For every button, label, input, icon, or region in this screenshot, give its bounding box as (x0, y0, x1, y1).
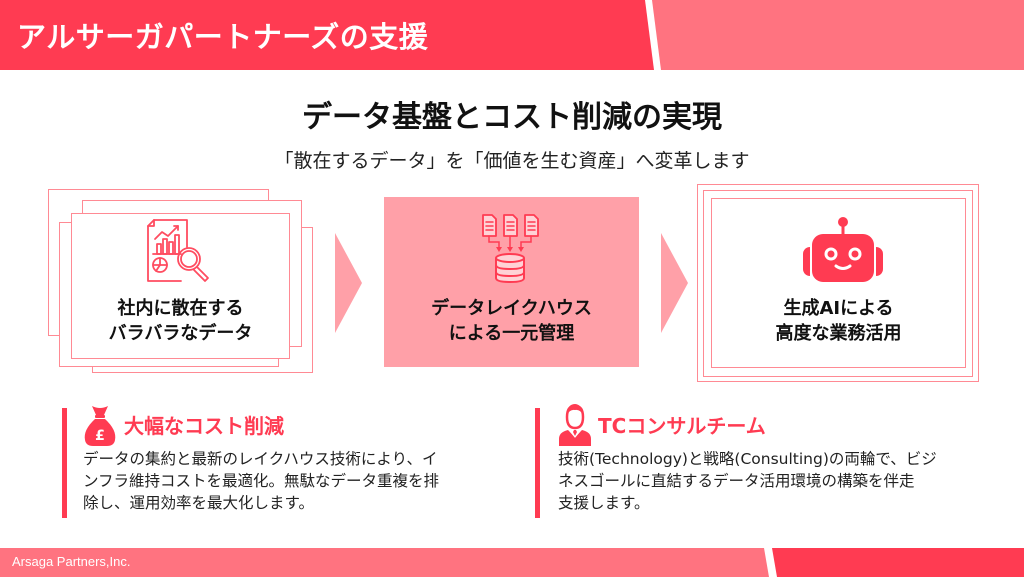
section-2-heading: TCコンサルチーム (598, 414, 766, 438)
section-1-accent-bar (62, 408, 67, 518)
section-1-line-1: データの集約と最新のレイクハウス技術により、イ (83, 450, 438, 468)
flow-step-2-label: データレイクハウス による一元管理 (384, 296, 639, 346)
flow-arrow-1 (335, 233, 362, 333)
flow-step-2-line1: データレイクハウス (431, 298, 592, 319)
flow-step-1-label: 社内に散在する バラバラなデータ (71, 296, 290, 346)
section-2-line-3: 支援します。 (558, 494, 650, 512)
section-2-body: 技術(Technology)と戦略(Consulting)の両輪で、ビジ ネスゴ… (558, 448, 978, 514)
section-1-heading: 大幅なコスト削減 (124, 414, 284, 438)
flow-step-scattered-data (71, 213, 290, 359)
robot-icon (803, 217, 883, 282)
flow-arrow-2 (661, 233, 688, 333)
section-1-line-2: ンフラ維持コストを最適化。無駄なデータ重複を排 (83, 472, 440, 490)
section-1-line-3: 除し、運用効率を最大化します。 (83, 494, 314, 512)
header-bar (0, 0, 1024, 70)
consultant-person-icon (559, 404, 591, 446)
page-title: データ基盤とコスト削減の実現 (302, 100, 722, 135)
flow-step-generative-ai (711, 198, 966, 368)
section-2-accent-bar (535, 408, 540, 518)
documents-to-database-icon (482, 214, 539, 284)
flow-step-3-line2: 高度な業務活用 (775, 323, 902, 344)
header-title: アルサーガパートナーズの支援 (17, 20, 429, 54)
svg-text:£: £ (95, 428, 105, 444)
flow-step-3-label: 生成AIによる 高度な業務活用 (711, 296, 966, 346)
flow-step-1-line2: バラバラなデータ (108, 323, 253, 344)
page-subtitle: 「散在するデータ」を「価値を生む資産」へ変革します (274, 150, 750, 172)
section-2-line-2: ネスゴールに直結するデータ活用環境の構築を伴走 (558, 472, 915, 490)
flow-step-1-line1: 社内に散在する (117, 298, 244, 319)
report-magnifier-icon (147, 219, 209, 282)
money-bag-icon: £ (84, 406, 116, 446)
section-2-line-1: 技術(Technology)と戦略(Consulting)の両輪で、ビジ (558, 450, 937, 468)
footer-company-name: Arsaga Partners,Inc. (12, 554, 131, 569)
flow-step-3-line1: 生成AIによる (783, 298, 894, 319)
flow-step-2-line2: による一元管理 (448, 323, 575, 344)
footer-bar (0, 548, 1024, 577)
section-1-body: データの集約と最新のレイクハウス技術により、イ ンフラ維持コストを最適化。無駄な… (83, 448, 503, 514)
